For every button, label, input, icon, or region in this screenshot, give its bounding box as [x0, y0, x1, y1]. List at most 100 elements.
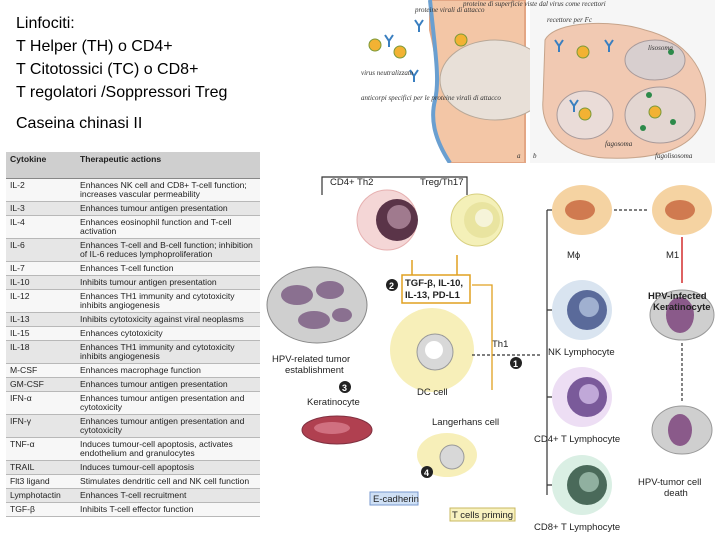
label-virus-neutralized: virus neutralizzato — [361, 69, 414, 77]
table-row: GM-CSF Enhances tumour antigen presentati… — [6, 378, 260, 392]
cytokine-action: Enhances eosinophil function and T-cell … — [80, 217, 232, 236]
label-nk: NK Lymphocyte — [548, 347, 615, 358]
title-line: Linfociti: — [16, 15, 75, 32]
cytokine-action: Inhibits cytotoxicity against viral neop… — [80, 314, 244, 324]
cytokine-action: Enhances TH1 immunity and cytotoxicity i… — [80, 342, 235, 361]
cytokine-action: Inhibits T-cell effector function — [80, 504, 194, 514]
cytokine-name: IL-4 — [10, 217, 25, 227]
table-row: Lymphotactin Enhances T-cell recruitment — [6, 489, 260, 503]
label-cytokines-2: IL-13, PD-L1 — [405, 290, 461, 301]
header-cytokine: Cytokine — [10, 154, 47, 164]
title-line: T Helper (TH) o CD4+ — [16, 38, 173, 55]
cytokine-name: TGF-β — [10, 504, 35, 514]
label-cd4-th2: CD4+ Th2 — [330, 177, 373, 188]
label-phagosome: fagosoma — [605, 140, 633, 148]
label-t-priming: T cells priming — [452, 510, 513, 521]
hpv-infected-cell — [649, 289, 715, 341]
step-2-badge: 2 — [389, 281, 394, 291]
table-row: IL-10 Inhibits tumour antigen presentatio… — [6, 276, 260, 290]
cytokine-action: Induces tumour-cell apoptosis — [80, 462, 195, 472]
label-specific-antibodies: anticorpi specifici per le proteine vira… — [361, 94, 501, 102]
hpv-death-cell — [651, 405, 713, 455]
label-hpv-tumor-1: HPV-related tumor — [272, 354, 350, 365]
cytokine-name: IL-12 — [10, 291, 30, 301]
label-mphi: Mϕ — [567, 250, 580, 261]
nk-cell — [552, 280, 612, 340]
label-surface-proteins: proteine di superficie viste dal virus c… — [462, 0, 606, 8]
immune-diagram: CD4+ Th2 Treg/Th17 TGF-β, IL-10, IL-13, … — [262, 165, 720, 540]
table-row: TRAIL Induces tumour-cell apoptosis — [6, 461, 260, 475]
step-3-badge: 3 — [342, 383, 347, 393]
antibody-panel: proteine virali di attacco proteine di s… — [355, 0, 715, 163]
label-lysosome: lisosoma — [648, 44, 673, 52]
label-panel-a: a — [517, 152, 521, 160]
label-treg-th17: Treg/Th17 — [420, 177, 463, 188]
label-th1: Th1 — [492, 339, 508, 350]
label-dc-cell: DC cell — [417, 387, 448, 398]
label-hpv-death-1: HPV-tumor cell — [638, 477, 701, 488]
label-fc-receptor: recettore per Fc — [547, 16, 593, 24]
label-m1: M1 — [666, 250, 679, 261]
cytokine-name: IL-6 — [10, 240, 25, 250]
table-row: IL-13 Inhibits cytotoxicity against viral… — [6, 313, 260, 327]
cytokine-name: GM-CSF — [10, 379, 44, 389]
m1-cell — [652, 185, 712, 235]
cytokine-action: Inhibits tumour antigen presentation — [80, 277, 217, 287]
table-row: IL-4 Enhances eosinophil function and T-c… — [6, 216, 260, 239]
cd4-t-cell — [552, 367, 612, 427]
cytokine-action: Enhances macrophage function — [80, 365, 201, 375]
langerhans-cell — [417, 433, 477, 477]
th2-cell — [356, 189, 418, 251]
cytokine-action: Enhances cytotoxicity — [80, 328, 163, 338]
table-row: TGF-β Inhibits T-cell effector function — [6, 503, 260, 517]
label-viral-proteins: proteine virali di attacco — [414, 6, 485, 14]
cytokine-name: Lymphotactin — [10, 490, 61, 500]
cd8-t-cell — [552, 455, 612, 515]
tumor-cluster — [266, 266, 368, 344]
cytokine-name: IL-3 — [10, 203, 25, 213]
slide-title: Linfociti: T Helper (TH) o CD4+ T Citoto… — [16, 12, 316, 104]
table-header: Cytokine Therapeutic actions — [6, 152, 260, 179]
table-row: IL-12 Enhances TH1 immunity and cytotoxic… — [6, 290, 260, 313]
cytokine-name: M-CSF — [10, 365, 38, 375]
label-langerhans: Langerhans cell — [432, 417, 499, 428]
step-4-badge: 4 — [424, 468, 429, 478]
cytokine-name: IL-18 — [10, 342, 30, 352]
cytokine-name: IL-13 — [10, 314, 30, 324]
cytokine-action: Enhances tumour antigen presentation and… — [80, 393, 245, 412]
label-keratinocyte: Keratinocyte — [307, 397, 360, 408]
macrophage-cell — [552, 185, 612, 235]
cytokine-action: Induces tumour-cell apoptosis, activates… — [80, 439, 233, 458]
cytokine-action: Enhances T-cell recruitment — [80, 490, 187, 500]
cytokine-action: Enhances TH1 immunity and cytotoxicity i… — [80, 291, 235, 310]
cytokine-action: Enhances T-cell function — [80, 263, 174, 273]
cytokine-name: IFN-γ — [10, 416, 32, 426]
header-actions: Therapeutic actions — [80, 154, 162, 164]
table-row: M-CSF Enhances macrophage function — [6, 364, 260, 378]
cytokine-action: Enhances tumour antigen presentation — [80, 379, 228, 389]
cytokine-name: IFN-α — [10, 393, 32, 403]
table-row: IL-6 Enhances T-cell and B-cell function;… — [6, 239, 260, 262]
treg-cell — [450, 193, 504, 247]
cytokine-action: Enhances T-cell and B-cell function; inh… — [80, 240, 253, 259]
label-hpv-death-2: death — [664, 488, 688, 499]
cytokine-name: TRAIL — [10, 462, 35, 472]
cytokine-action: Enhances NK cell and CD8+ T-cell functio… — [80, 180, 247, 199]
label-ecadherin: E-cadherin — [373, 494, 419, 505]
cytokine-name: IL-10 — [10, 277, 30, 287]
table-row: IL-18 Enhances TH1 immunity and cytotoxic… — [6, 341, 260, 364]
label-hpv-infected-1: HPV-infected — [648, 291, 707, 302]
label-cd8-t: CD8+ T Lymphocyte — [534, 522, 620, 533]
title-line: T regolatori /Soppressori Treg — [16, 84, 228, 101]
dc-cell — [390, 308, 474, 392]
slide-subtitle: Caseina chinasi II — [16, 115, 143, 132]
keratinocyte-cell — [301, 415, 373, 445]
label-panel-b: b — [533, 152, 537, 160]
